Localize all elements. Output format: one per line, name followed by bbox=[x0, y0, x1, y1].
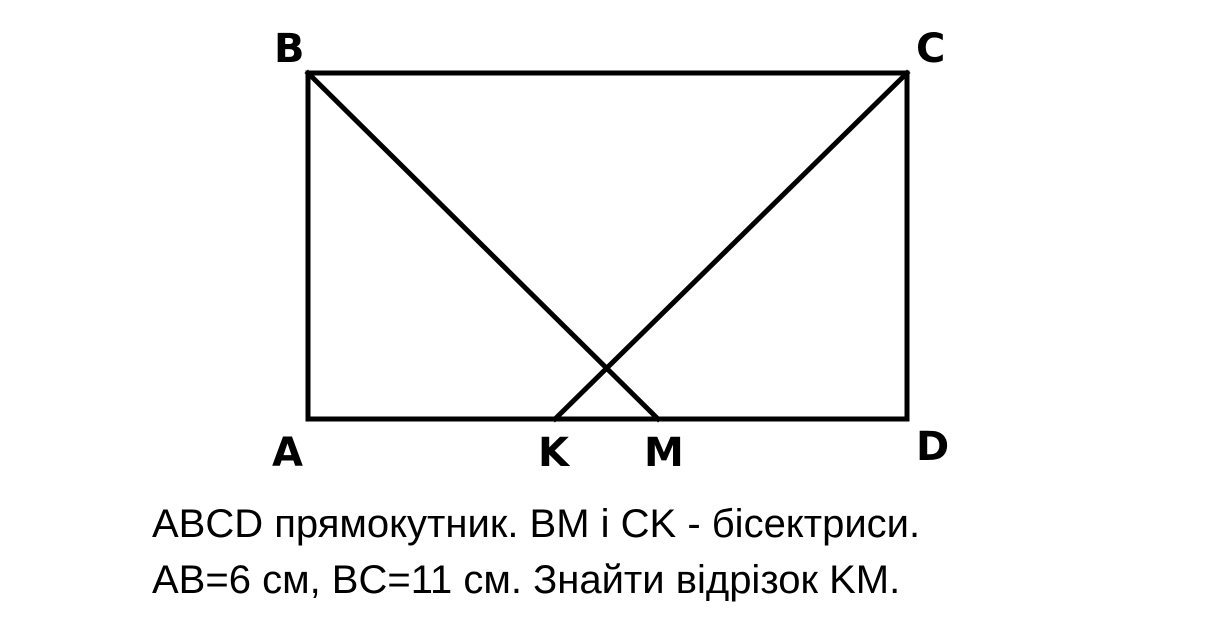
label-m: M bbox=[644, 430, 684, 476]
problem-line-2: AB=6 см, BC=11 см. Знайти відрізок KM. bbox=[152, 558, 901, 602]
label-k: K bbox=[538, 430, 571, 476]
rectangle-abcd bbox=[305, 70, 910, 422]
label-b: B bbox=[274, 26, 305, 72]
label-c: C bbox=[916, 26, 945, 72]
problem-line-1: ABCD прямокутник. BM і CK - бісектриси. bbox=[152, 502, 921, 546]
problem-statement: ABCD прямокутник. BM і CK - бісектриси. … bbox=[152, 496, 920, 608]
label-d: D bbox=[916, 424, 949, 470]
label-a: A bbox=[272, 430, 303, 476]
bisector-bm bbox=[304, 69, 662, 423]
bisector-ck bbox=[551, 69, 911, 423]
geometry-figure: B C A K M D bbox=[272, 26, 949, 476]
